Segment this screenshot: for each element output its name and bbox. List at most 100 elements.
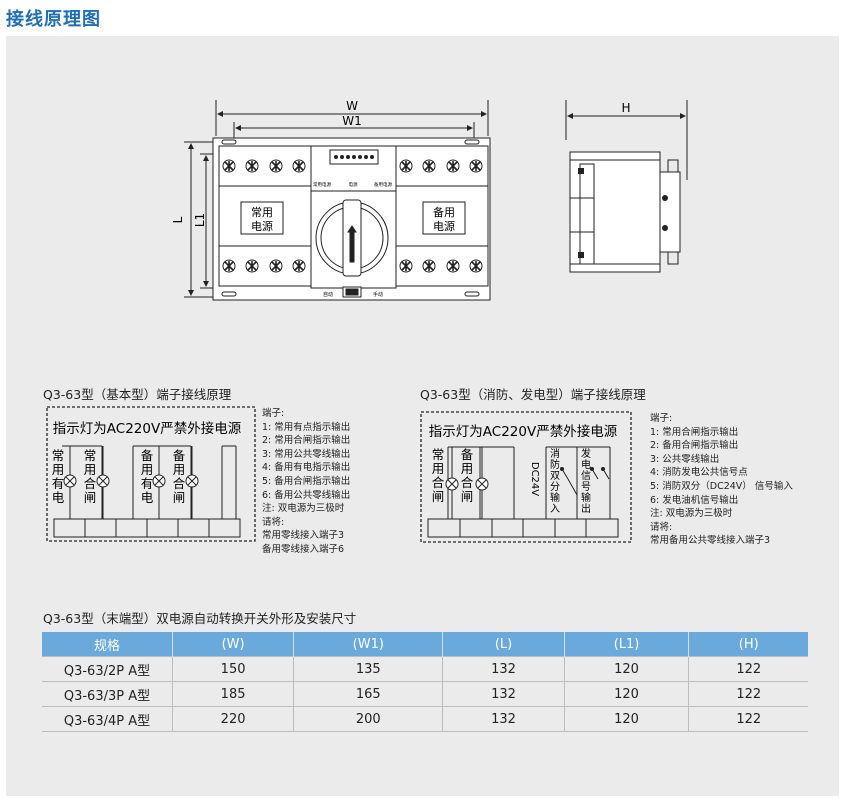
fire-col1-ch4: 闸 [432, 489, 445, 504]
fire-col3-ch6: 入 [550, 504, 560, 515]
dim-l: L [171, 216, 185, 223]
fire-col2-ch1: 备 [461, 447, 474, 462]
basic-note: 2: 常用合闸指示输出 [262, 435, 351, 447]
fire-note: 注: 双电源为三极时 [650, 508, 733, 520]
fire-col3-ch1: 消 [550, 447, 560, 460]
dimension-drawing: W W1 L L1 H 常用 电源 备用 电源 常用电源 电源 备用电源 自动 … [171, 99, 688, 301]
basic-note: 常用零线接入端子3 [262, 530, 345, 542]
basic-terminal-notes: 端子: 1: 常用有点指示输出 2: 常用合闸指示输出 3: 常用公共零线输出 … [262, 407, 350, 557]
basic-col3-ch1: 备 [141, 448, 154, 463]
indicator-standby-label: 备用电源 [374, 181, 392, 188]
fire-note: 1: 常用合闸指示输出 [650, 426, 739, 438]
basic-col1-ch4: 电 [52, 490, 65, 505]
cell-model: Q3-63/4P A型 [42, 706, 173, 732]
basic-warning: 指示灯为AC220V严禁外接电源 [53, 420, 242, 437]
dimension-table: 规格 (W) (W1) (L) (L1) (H) Q3-63/2P A型 150… [42, 632, 808, 732]
basic-note: 请将: [262, 516, 285, 528]
fire-terminal-notes: 端子: 1: 常用合闸指示输出 2: 备用合闸指示输出 3: 公共零线输出 4:… [650, 412, 793, 548]
indicator-normal-label: 常用电源 [313, 181, 331, 188]
header-model: 规格 [42, 632, 173, 657]
cell-w: 185 [172, 681, 295, 707]
fire-col3-ch3: 双 [550, 470, 560, 482]
basic-wiring-diagram: 指示灯为AC220V严禁外接电源 常 用 有 电 常 用 合 闸 备 用 有 电… [46, 406, 256, 542]
fire-col4-ch3: 信 [581, 470, 591, 482]
fire-note: 6: 发电油机信号输出 [650, 494, 739, 506]
fire-col3-ch4: 分 [550, 481, 560, 493]
fire-dc-label: DC24V [529, 462, 540, 496]
fire-col4-ch4: 号 [581, 481, 591, 493]
cell-w1: 200 [293, 706, 444, 732]
fire-col2-ch2: 用 [461, 461, 474, 476]
fire-col4-ch6: 出 [581, 502, 591, 515]
cell-w1: 165 [293, 681, 444, 707]
basic-note: 3: 常用公共零线输出 [262, 448, 351, 460]
fire-note: 5: 消防双分（DC24V） 信号输入 [650, 480, 793, 492]
normal-source-label-1: 常用 [251, 206, 273, 219]
fire-col4-ch5: 输 [581, 491, 591, 504]
cell-l: 132 [442, 656, 565, 682]
fire-note: 端子: [650, 413, 673, 424]
fire-col2-ch4: 闸 [461, 489, 474, 504]
basic-col2-ch2: 用 [84, 462, 97, 477]
basic-col2-ch1: 常 [84, 448, 97, 463]
dim-h: H [621, 101, 630, 115]
auto-label: 自动 [323, 291, 333, 298]
table-row: Q3-63/2P A型 150 135 132 120 122 [42, 656, 808, 682]
cell-l1: 120 [564, 706, 690, 732]
basic-col4-ch3: 合 [173, 476, 186, 491]
basic-wiring-caption: Q3-63型（基本型）端子接线原理 [43, 387, 232, 402]
basic-col1-ch2: 用 [52, 462, 65, 477]
dim-w1: W1 [342, 114, 362, 128]
table-row: Q3-63/4P A型 220 200 132 120 122 [42, 706, 808, 732]
header-l: (L) [442, 632, 565, 657]
basic-col3-ch4: 电 [141, 490, 154, 505]
basic-note: 4: 备用有电指示输出 [262, 462, 351, 474]
fire-col1-ch3: 合 [432, 475, 445, 490]
dim-w: W [346, 99, 358, 113]
manual-label: 手动 [373, 291, 383, 298]
cell-l1: 120 [564, 681, 690, 707]
indicator-power-label: 电源 [349, 181, 358, 188]
cell-l1: 120 [564, 656, 690, 682]
fire-col4-ch2: 电 [581, 458, 591, 471]
table-header-row: 规格 (W) (W1) (L) (L1) (H) [42, 632, 808, 657]
basic-col4-ch1: 备 [173, 448, 186, 463]
standby-source-label-1: 备用 [433, 205, 455, 219]
dim-l1: L1 [193, 213, 207, 227]
fire-wiring-caption: Q3-63型（消防、发电型）端子接线原理 [420, 387, 646, 402]
header-w: (W) [172, 632, 295, 657]
basic-col2-ch4: 闸 [84, 490, 97, 505]
fire-col4-ch1: 发 [581, 447, 591, 460]
basic-note: 备用零线接入端子6 [262, 543, 345, 555]
fire-note: 2: 备用合闸指示输出 [650, 440, 739, 452]
cell-model: Q3-63/3P A型 [42, 681, 173, 707]
fire-wiring-diagram: 指示灯为AC220V严禁外接电源 常 用 合 闸 备 用 合 闸 消 防 双 分 [420, 411, 632, 543]
table-caption: Q3-63型（末端型）双电源自动转换开关外形及安装尺寸 [43, 611, 357, 626]
basic-col4-ch4: 闸 [173, 490, 186, 505]
cell-h: 122 [688, 656, 808, 682]
basic-col3-ch2: 用 [141, 462, 154, 477]
fire-note: 3: 公共零线输出 [650, 453, 720, 465]
basic-col1-ch1: 常 [52, 448, 65, 463]
basic-col2-ch3: 合 [84, 476, 97, 491]
fire-note: 4: 消防发电公共信号点 [650, 467, 748, 479]
normal-source-label-2: 电源 [251, 219, 273, 233]
cell-w: 150 [172, 656, 295, 682]
cell-h: 122 [688, 706, 808, 732]
fire-col3-ch2: 防 [550, 458, 560, 471]
cell-h: 122 [688, 681, 808, 707]
fire-note: 请将: [650, 521, 673, 533]
fire-col1-ch1: 常 [432, 447, 445, 462]
header-l1: (L1) [564, 632, 690, 657]
basic-note: 注: 双电源为三极时 [262, 503, 345, 515]
fire-col1-ch2: 用 [432, 461, 445, 476]
basic-note: 6: 备用公共零线输出 [262, 489, 351, 501]
fire-note: 常用备用公共零线接入端子3 [650, 535, 771, 547]
cell-l: 132 [442, 706, 565, 732]
fire-col3-ch5: 输 [550, 491, 560, 504]
cell-w1: 135 [293, 656, 444, 682]
basic-note: 1: 常用有点指示输出 [262, 421, 351, 433]
fire-warning: 指示灯为AC220V严禁外接电源 [429, 423, 618, 440]
cell-model: Q3-63/2P A型 [42, 656, 173, 682]
basic-col3-ch3: 有 [141, 476, 154, 491]
